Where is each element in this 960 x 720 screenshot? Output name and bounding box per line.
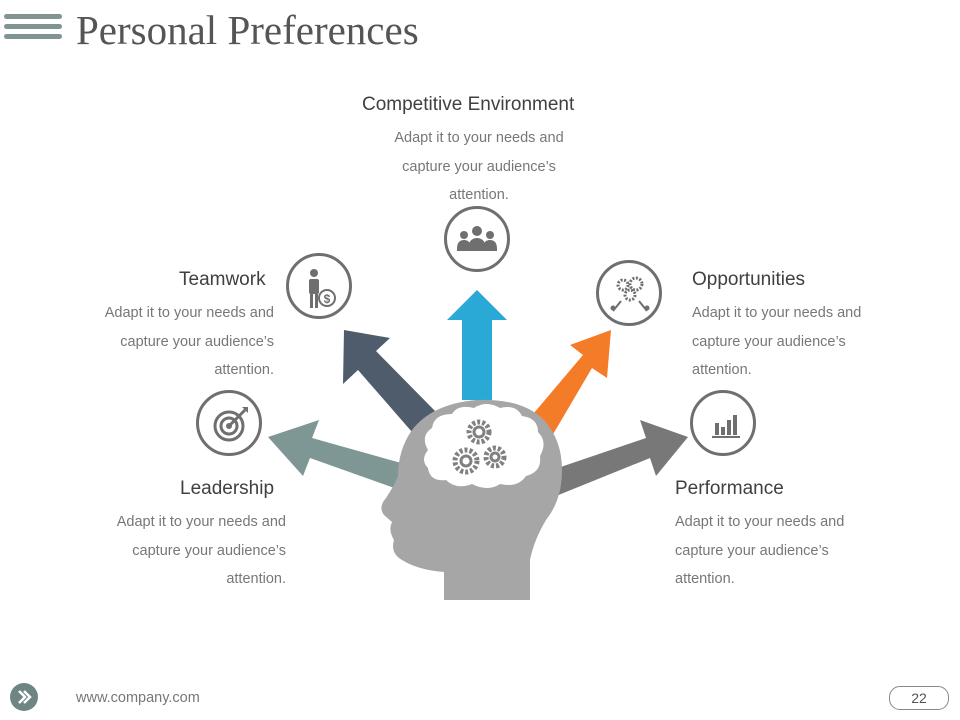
arrow-performance [546, 420, 688, 496]
team-icon [444, 206, 510, 272]
arrow-opportunities [528, 330, 611, 436]
desc-leadership: Adapt it to your needs and capture your … [116, 514, 286, 587]
page-number: 22 [889, 686, 949, 710]
heading-leadership: Leadership [180, 478, 275, 499]
desc-opportunities: Adapt it to your needs and capture your … [692, 305, 862, 378]
arrow-teamwork [343, 330, 436, 432]
gears-icon [452, 419, 507, 475]
footer-url[interactable]: www.company.com [76, 690, 200, 706]
arrow-competitive-environment [447, 290, 507, 400]
gears-people-icon [596, 260, 662, 326]
desc-competitive-environment: Adapt it to your needs and capture your … [394, 130, 564, 203]
svg-text:$: $ [324, 292, 331, 306]
chevron-right-icon [18, 690, 32, 704]
heading-teamwork: Teamwork [179, 269, 266, 290]
bar-chart-icon [690, 390, 756, 456]
brain-shape [424, 404, 544, 488]
title-decoration [4, 14, 62, 44]
next-slide-button[interactable] [10, 683, 38, 711]
arrow-leadership [268, 420, 412, 490]
heading-competitive-environment: Competitive Environment [362, 94, 575, 115]
target-icon [196, 390, 262, 456]
businessman-dollar-icon: $ [286, 253, 352, 319]
heading-opportunities: Opportunities [692, 269, 806, 290]
desc-performance: Adapt it to your needs and capture your … [675, 514, 845, 587]
page-title: Personal Preferences [76, 7, 419, 53]
desc-teamwork: Adapt it to your needs and capture your … [104, 305, 274, 378]
heading-performance: Performance [675, 478, 784, 499]
